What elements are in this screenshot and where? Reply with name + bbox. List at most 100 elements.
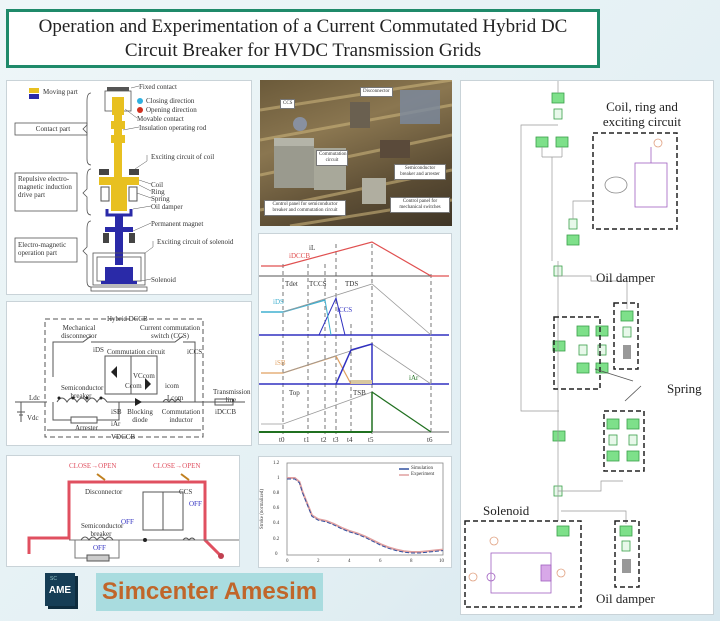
label-iar: iAr xyxy=(111,420,121,428)
label-ids: iDS xyxy=(93,346,104,354)
section-electromagnetic: Electro-magnetic operation part xyxy=(18,241,67,257)
xtick-1: 2 xyxy=(317,559,320,564)
label-insulation-rod: Insulation operating rod xyxy=(139,124,207,132)
tick-t3: t3 xyxy=(333,436,339,444)
tick-t0: t0 xyxy=(279,436,285,444)
label-semiconductor-breaker: Semiconductor breaker xyxy=(81,522,124,538)
xtick-0: 0 xyxy=(286,559,289,564)
label-commutation-circuit: Commutation circuit xyxy=(107,348,166,356)
stroke-chart-panel: Simulation Experiment Stroke (normalized… xyxy=(258,456,452,568)
ytick-6: 1.2 xyxy=(273,461,280,466)
label-blocking-diode: Blocking diode xyxy=(127,408,153,424)
label-fixed-contact: Fixed contact xyxy=(139,83,177,91)
xtick-3: 6 xyxy=(379,559,382,564)
label-close-open-2: CLOSE→OPEN xyxy=(153,462,201,470)
label-semiconductor-breaker: Semiconductor breaker xyxy=(61,384,104,400)
xtick-2: 4 xyxy=(348,559,351,564)
label-disconnector: Disconnector xyxy=(85,488,123,496)
ytick-1: 0.2 xyxy=(273,537,280,542)
ytick-4: 0.8 xyxy=(273,491,280,496)
label-icom: icom xyxy=(165,382,179,390)
label-permanent-magnet: Permanent magnet xyxy=(151,220,204,228)
label-ccom: Ccom xyxy=(125,382,142,390)
amesim-model-panel: Coil, ring and exciting circuit Oil damp… xyxy=(460,80,714,615)
label-arrester: Arrester xyxy=(75,424,98,432)
title-line-2: Circuit Breaker for HVDC Transmission Gr… xyxy=(124,39,482,61)
poster-title: Operation and Experimentation of a Curre… xyxy=(6,9,600,68)
legend-experiment: Experiment xyxy=(411,472,435,477)
label-spring: Spring xyxy=(667,381,702,396)
label-exciting-coil: Exciting circuit of coil xyxy=(151,153,215,161)
signal-il: iL xyxy=(309,244,316,252)
label-solenoid: Solenoid xyxy=(151,276,176,284)
timing-waveforms xyxy=(259,241,449,434)
label-iccs: iCCS xyxy=(187,348,203,356)
mechanism-panel: Moving part Contact part Repulsive elect… xyxy=(6,80,252,295)
logo-text: AME xyxy=(48,585,72,596)
label-off-diode: OFF xyxy=(121,518,134,526)
label-oil-damper: Oil damper xyxy=(151,203,183,211)
experimental-setup-photo: CCS Disconnector Commutation circuit Sem… xyxy=(260,80,452,226)
label-lcom: Lcom xyxy=(167,394,184,402)
interval-tccs: TCCS xyxy=(309,280,327,288)
legend-moving-part: Moving part xyxy=(43,88,78,96)
circuit-title: Hybrid DCCB xyxy=(107,315,148,323)
ytick-3: 0.6 xyxy=(273,506,280,511)
label-spring: Spring xyxy=(151,195,170,203)
signal-isb: iSB xyxy=(275,359,286,367)
xtick-4: 8 xyxy=(410,559,413,564)
xtick-5: 10 xyxy=(439,559,444,564)
label-vccom: VCcom xyxy=(133,372,155,380)
legend-simulation: Simulation xyxy=(411,466,433,471)
label-opening-direction: Opening direction xyxy=(146,106,197,114)
interval-tds: TDS xyxy=(345,280,359,288)
interval-tsb: TSB xyxy=(353,389,366,397)
label-mechanical-disconnector: Mechanical disconnector xyxy=(61,324,97,340)
tick-t6: t6 xyxy=(427,436,433,444)
circuit-schematic xyxy=(15,318,245,438)
label-vdc: Vdc xyxy=(27,414,39,422)
opening-path-schematic xyxy=(27,473,239,562)
label-ring: Ring xyxy=(151,188,165,196)
section-repulsive-drive: Repulsive electro-magnetic induction dri… xyxy=(18,175,72,199)
label-solenoid: Solenoid xyxy=(483,503,530,518)
tick-t1: t1 xyxy=(304,436,310,444)
label-close-open-1: CLOSE→OPEN xyxy=(69,462,117,470)
ytick-5: 1 xyxy=(277,476,280,481)
tick-t5: t5 xyxy=(368,436,374,444)
label-coil-ring-exciting: Coil, ring and exciting circuit xyxy=(602,99,682,129)
photo-label-control-mech: Control panel for mechanical switches xyxy=(390,197,450,213)
label-off-ccs: OFF xyxy=(189,500,202,508)
signal-ids: iDS xyxy=(273,298,284,306)
logo-small-text: SC xyxy=(50,576,57,582)
label-vdccb: VDCCB xyxy=(111,433,136,441)
label-commutation-inductor: Commutation inductor xyxy=(161,408,201,424)
ytick-0: 0 xyxy=(275,552,278,557)
label-oil-damper-lower: Oil damper xyxy=(596,591,655,606)
label-transmission-line: Transmission line xyxy=(213,388,251,404)
label-oil-damper-upper: Oil damper xyxy=(596,270,655,285)
amesim-logo: SC AME xyxy=(45,573,75,606)
photo-label-semiconductor: Semiconductor breaker and arrester xyxy=(394,164,446,180)
signal-iar: iAr xyxy=(409,374,419,382)
label-exciting-solenoid: Exciting circuit of solenoid xyxy=(157,238,234,246)
label-ccs: CCS xyxy=(179,488,193,496)
label-coil: Coil xyxy=(151,181,164,189)
label-ccs: Current commutation switch (CCS) xyxy=(139,324,201,340)
title-line-1: Operation and Experimentation of a Curre… xyxy=(38,15,568,37)
mechanism-drawing xyxy=(14,85,154,292)
timing-diagram-panel: iDCCB iL iDS iCCS iSB iAr Tdet TCCS TDS … xyxy=(258,233,452,445)
amesim-sketch xyxy=(464,81,678,608)
label-off-sb: OFF xyxy=(93,544,106,552)
ytick-2: 0.4 xyxy=(273,521,280,526)
y-axis-label: Stroke (normalized) xyxy=(260,488,266,530)
photo-label-disconnector: Disconnector xyxy=(360,87,393,97)
photo-label-control-sb: Control panel for semiconductor breaker … xyxy=(264,200,346,216)
signal-idccb: iDCCB xyxy=(289,252,311,260)
interval-top: Top xyxy=(289,389,300,397)
photo-label-ccs: CCS xyxy=(280,99,296,109)
opening-operation-panel: CLOSE→OPEN CLOSE→OPEN Disconnector CCS O… xyxy=(6,455,240,567)
photo-label-commutation: Commutation circuit xyxy=(316,150,348,166)
label-closing-direction: Closing direction xyxy=(146,97,195,105)
interval-tdet: Tdet xyxy=(285,280,298,288)
